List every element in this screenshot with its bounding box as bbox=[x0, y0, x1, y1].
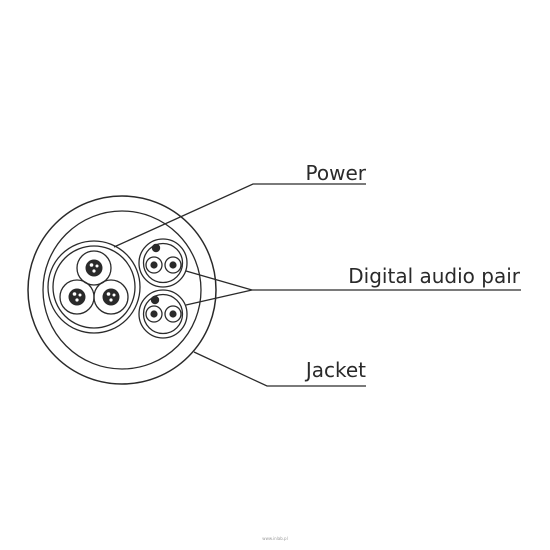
label-jacket: Jacket bbox=[304, 358, 366, 382]
audio-pair-top bbox=[138, 238, 188, 288]
jacket-inner bbox=[42, 210, 202, 370]
power-bundle bbox=[47, 240, 141, 334]
power-leader-line bbox=[113, 183, 366, 248]
jacket-leader-line bbox=[193, 351, 366, 387]
power-conductor-top bbox=[76, 250, 112, 286]
watermark-text: www.inlab.pl bbox=[262, 536, 287, 541]
audio-leader-line-top bbox=[185, 270, 253, 291]
power-conductor-right bbox=[93, 279, 129, 315]
label-power: Power bbox=[306, 161, 367, 185]
power-conductor-left bbox=[59, 279, 95, 315]
audio-leader-line-bottom bbox=[185, 289, 253, 306]
jacket-outer bbox=[27, 195, 217, 385]
audio-pair-bottom bbox=[138, 289, 188, 339]
label-digital-audio-pair: Digital audio pair bbox=[348, 264, 521, 288]
